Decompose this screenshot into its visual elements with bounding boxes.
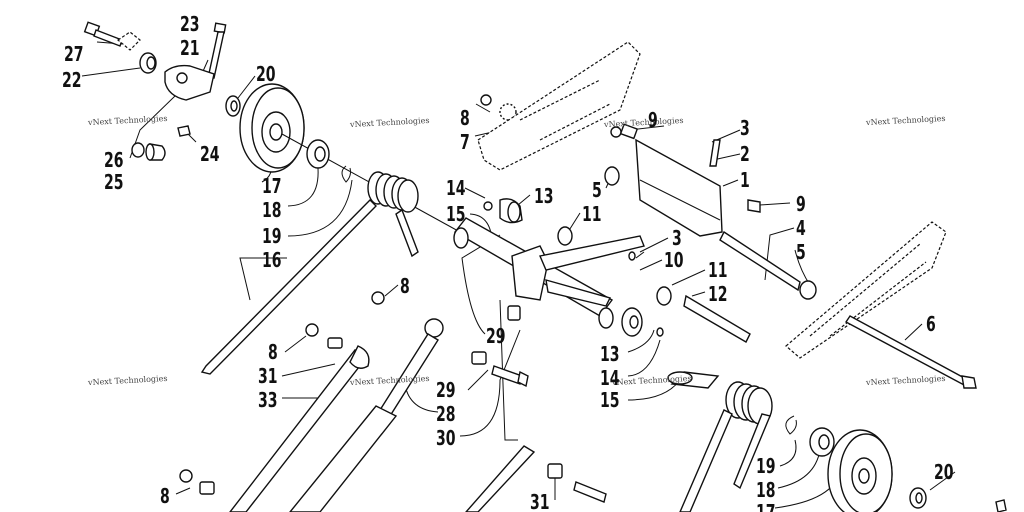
callout-28: 28 — [436, 402, 456, 426]
callout-15: 15 — [446, 202, 466, 226]
callout-20: 20 — [934, 460, 954, 484]
callout-11: 11 — [708, 258, 728, 282]
callout-23: 23 — [180, 12, 200, 36]
left-upper-fasteners — [83, 21, 241, 161]
callout-8: 8 — [268, 340, 278, 364]
callout-11: 11 — [582, 202, 602, 226]
callout-29: 29 — [436, 378, 456, 402]
callout-27: 27 — [64, 42, 84, 66]
callout-9: 9 — [648, 108, 658, 132]
callout-2: 2 — [740, 142, 750, 166]
callout-14: 14 — [600, 366, 620, 390]
upper-pivot-arm — [477, 41, 817, 343]
callout-8: 8 — [460, 106, 470, 130]
callout-18: 18 — [756, 478, 776, 502]
left-torsion-spring — [200, 171, 419, 375]
callout-15: 15 — [600, 388, 620, 412]
callout-33: 33 — [258, 388, 278, 412]
callout-7: 7 — [460, 130, 470, 154]
callout-1: 1 — [740, 168, 750, 192]
cross-shaft — [453, 198, 664, 337]
callout-10: 10 — [664, 248, 684, 272]
callout-5: 5 — [592, 178, 602, 202]
callout-16: 16 — [262, 248, 282, 272]
callout-3: 3 — [672, 226, 682, 250]
callout-8: 8 — [400, 274, 410, 298]
shock-and-links — [179, 291, 607, 512]
callout-6: 6 — [926, 312, 936, 336]
callout-17: 17 — [756, 500, 776, 512]
callout-25: 25 — [104, 170, 124, 194]
right-rail-section — [785, 221, 977, 389]
callout-13: 13 — [534, 184, 554, 208]
callout-3: 3 — [740, 116, 750, 140]
lower-spring-and-wheel — [667, 371, 1007, 512]
callout-9: 9 — [796, 192, 806, 216]
callout-26: 26 — [104, 148, 124, 172]
callout-17: 17 — [262, 174, 282, 198]
callout-20: 20 — [256, 62, 276, 86]
callout-18: 18 — [262, 198, 282, 222]
callout-22: 22 — [62, 68, 82, 92]
callout-4: 4 — [796, 216, 806, 240]
callout-5: 5 — [796, 240, 806, 264]
callout-19: 19 — [756, 454, 776, 478]
callout-21: 21 — [180, 36, 200, 60]
callout-29: 29 — [486, 324, 506, 348]
callout-24: 24 — [200, 142, 220, 166]
callout-30: 30 — [436, 426, 456, 450]
callout-31: 31 — [530, 490, 550, 512]
callout-14: 14 — [446, 176, 466, 200]
callout-13: 13 — [600, 342, 620, 366]
callout-19: 19 — [262, 224, 282, 248]
callout-31: 31 — [258, 364, 278, 388]
callout-8: 8 — [160, 484, 170, 508]
upper-idler-wheel — [239, 83, 461, 233]
callout-12: 12 — [708, 282, 728, 306]
